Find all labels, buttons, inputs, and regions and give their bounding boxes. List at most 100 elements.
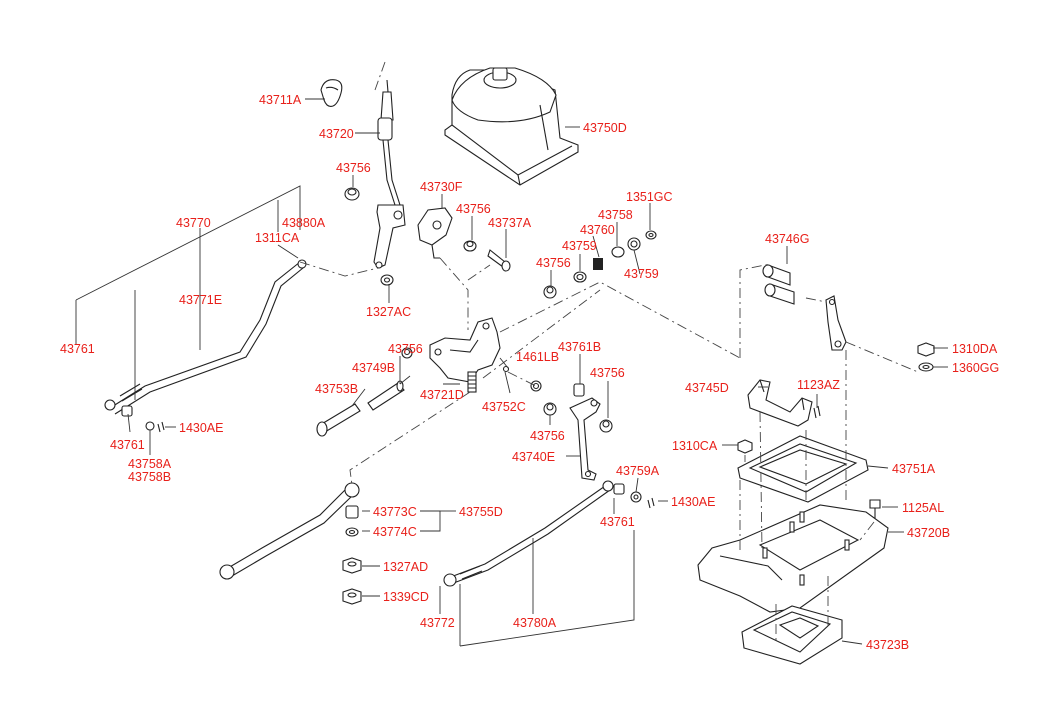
part-label[interactable]: 43720	[319, 127, 354, 141]
washer-part	[345, 527, 359, 537]
bracket-part	[825, 295, 847, 351]
part-label[interactable]: 1351GC	[626, 190, 673, 204]
washer-part	[573, 271, 587, 283]
bushing-pair-part	[762, 264, 795, 305]
nut-part	[917, 342, 935, 357]
base-plate-part	[697, 504, 889, 613]
part-label[interactable]: 43746G	[765, 232, 809, 246]
bolt-part	[813, 405, 821, 419]
shift-knob-part	[320, 79, 343, 107]
bracket-part	[417, 207, 453, 259]
part-label[interactable]: 43761B	[558, 340, 601, 354]
part-label[interactable]: 1461LB	[516, 350, 559, 364]
part-label[interactable]: 1430AE	[179, 421, 223, 435]
part-label[interactable]: 43750D	[583, 121, 627, 135]
part-label[interactable]: 43770	[176, 216, 211, 230]
washer-part	[630, 491, 642, 503]
part-label[interactable]: 43759	[562, 239, 597, 253]
part-label[interactable]: 43880A	[282, 216, 326, 230]
part-labels: 43711A 43720 43750D 43756 43730F 43756 4…	[60, 93, 999, 652]
part-label[interactable]: 43720B	[907, 526, 950, 540]
sleeve-part	[345, 505, 359, 519]
main-bracket-part	[429, 317, 501, 393]
part-label[interactable]: 43737A	[488, 216, 532, 230]
part-label[interactable]: 1310DA	[952, 342, 998, 356]
part-label[interactable]: 43756	[530, 429, 565, 443]
part-label[interactable]: 1311CA	[255, 231, 300, 245]
part-label[interactable]: 1327AD	[383, 560, 428, 574]
part-label[interactable]: 43753B	[315, 382, 358, 396]
nut-part	[380, 274, 394, 286]
control-rod-part	[443, 480, 614, 587]
shift-boot-part	[444, 67, 579, 186]
part-label[interactable]: 43758B	[128, 470, 171, 484]
bushing-part	[599, 419, 613, 433]
part-label[interactable]: 1125AL	[902, 501, 944, 515]
washer-part	[918, 362, 934, 372]
washer-part	[645, 230, 657, 240]
part-label[interactable]: 43760	[580, 223, 615, 237]
part-label[interactable]: 1360GG	[952, 361, 999, 375]
lever-part	[569, 397, 601, 481]
bushing-part	[543, 402, 557, 416]
part-label[interactable]: 43761	[110, 438, 145, 452]
sleeve-part	[573, 383, 585, 397]
sleeve-part	[613, 483, 625, 495]
part-label[interactable]: 43730F	[420, 180, 463, 194]
washer-part	[627, 237, 641, 251]
part-label[interactable]: 1123AZ	[797, 378, 840, 392]
nut-part	[342, 557, 362, 574]
part-label[interactable]: 43723B	[866, 638, 909, 652]
clip-part	[145, 421, 165, 433]
ring-part	[530, 380, 542, 392]
part-label[interactable]: 43749B	[352, 361, 395, 375]
part-label[interactable]: 1430AE	[671, 495, 715, 509]
part-label[interactable]: 43759	[624, 267, 659, 281]
lower-cover-part	[741, 605, 843, 665]
part-label[interactable]: 43756	[590, 366, 625, 380]
part-label[interactable]: 43772	[420, 616, 455, 630]
part-label[interactable]: 43711A	[259, 93, 302, 107]
part-label[interactable]: 43758A	[128, 457, 172, 471]
part-label[interactable]: 1327AC	[366, 305, 411, 319]
leader-lines	[75, 98, 948, 647]
part-label[interactable]: 43751A	[892, 462, 936, 476]
part-label[interactable]: 43771E	[179, 293, 222, 307]
part-label[interactable]: 1310CA	[672, 439, 718, 453]
part-label[interactable]: 43761	[60, 342, 95, 356]
bracket-part	[747, 379, 813, 427]
part-label[interactable]: 43756	[536, 256, 571, 270]
part-label[interactable]: 43773C	[373, 505, 417, 519]
part-label[interactable]: 43761	[600, 515, 635, 529]
shift-lever-part	[373, 79, 406, 269]
part-label[interactable]: 43756	[388, 342, 423, 356]
pin-part	[316, 403, 361, 437]
part-label[interactable]: 43752C	[482, 400, 526, 414]
shaft-part	[367, 380, 405, 411]
bushing-part	[543, 285, 557, 299]
part-label[interactable]: 43740E	[512, 450, 555, 464]
spring-part	[593, 258, 603, 270]
part-label[interactable]: 1339CD	[383, 590, 429, 604]
gasket-part	[737, 435, 869, 503]
nut-part	[737, 439, 753, 454]
part-label[interactable]: 43745D	[685, 381, 729, 395]
part-label[interactable]: 43780A	[513, 616, 557, 630]
part-label[interactable]: 43756	[336, 161, 371, 175]
bolt-part	[869, 499, 881, 522]
part-label[interactable]: 43755D	[459, 505, 503, 519]
part-label[interactable]: 43774C	[373, 525, 417, 539]
part-label[interactable]: 43721D	[420, 388, 464, 402]
part-label[interactable]: 43759A	[616, 464, 660, 478]
part-label[interactable]: 43758	[598, 208, 633, 222]
control-rod-part	[219, 482, 360, 580]
pin-part	[487, 249, 511, 272]
sleeve-part	[121, 405, 133, 417]
sleeve-part	[611, 246, 625, 258]
part-label[interactable]: 43756	[456, 202, 491, 216]
nut-part	[342, 588, 362, 605]
bushing-part	[463, 240, 477, 252]
bushing-part	[344, 187, 360, 201]
